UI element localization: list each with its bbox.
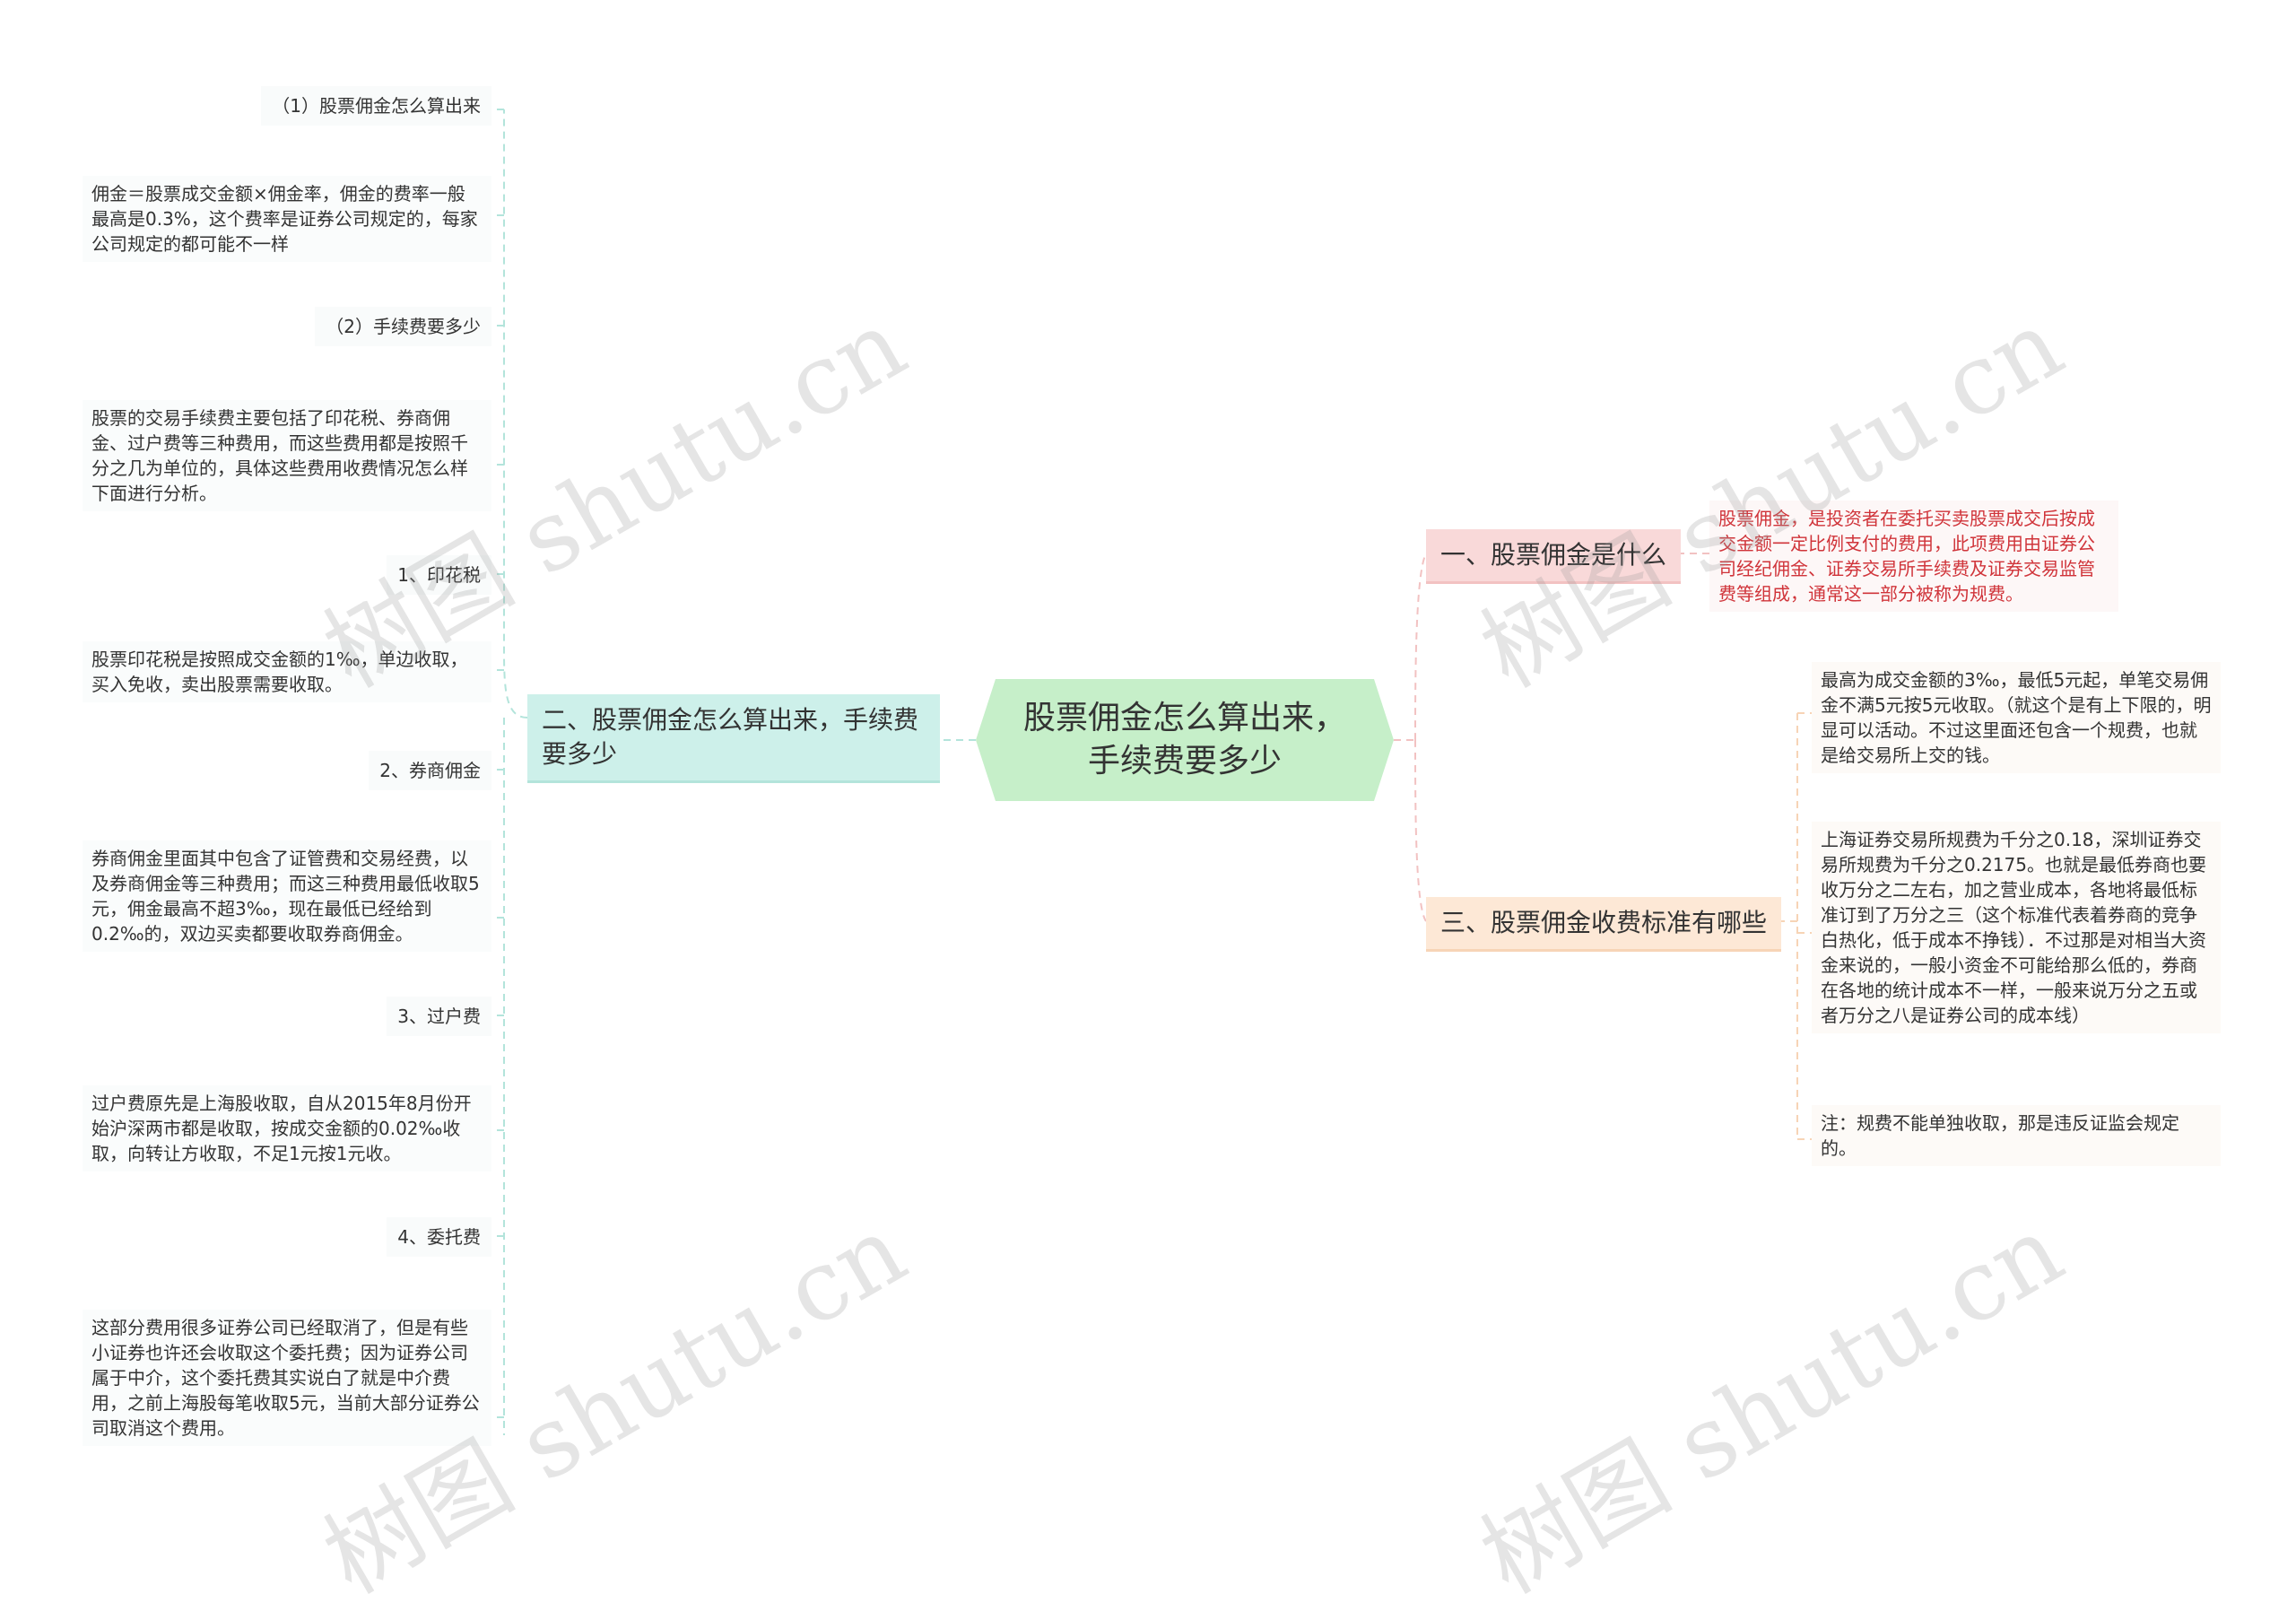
leaf-body-text: 股票印花税是按照成交金额的1‰，单边收取，买入免收，卖出股票需要收取。 <box>91 649 468 695</box>
branch-how-calculated-label: 二、股票佣金怎么算出来，手续费要多少 <box>542 705 919 769</box>
leaf-body-exchange-fees[interactable]: 上海证券交易所规费为千分之0.18，深圳证券交易所规费为千分之0.2175。也就… <box>1812 822 2221 1033</box>
connector-right-trunk <box>1414 553 1427 922</box>
branch-fee-standards[interactable]: 三、股票佣金收费标准有哪些 <box>1426 897 1782 952</box>
branch-what-is-commission[interactable]: 一、股票佣金是什么 <box>1426 529 1682 584</box>
leaf-body-text: 这部分费用很多证券公司已经取消了，但是有些小证券也许还会收取这个委托费；因为证券… <box>91 1317 480 1439</box>
leaf-body-note[interactable]: 注：规费不能单独收取，那是违反证监会规定的。 <box>1812 1105 2221 1166</box>
leaf-title-commission-calc[interactable]: （1）股票佣金怎么算出来 <box>261 86 491 126</box>
center-topic-label: 股票佣金怎么算出来，手续费要多少 <box>1022 700 1346 780</box>
leaf-body-commission-calc[interactable]: 佣金＝股票成交金额×佣金率，佣金的费率一般最高是0.3%，这个费率是证券公司规定… <box>83 176 491 262</box>
leaf-body-text: 最高为成交金额的3‰，最低5元起，单笔交易佣金不满5元按5元收取。（就这个是有上… <box>1821 669 2212 766</box>
leaf-body-fees[interactable]: 股票的交易手续费主要包括了印花税、券商佣金、过户费等三种费用，而这些费用都是按照… <box>83 400 491 511</box>
leaf-body-text: 券商佣金里面其中包含了证管费和交易经费，以及券商佣金等三种费用；而这三种费用最低… <box>91 848 480 945</box>
connector-left-trunk <box>502 109 528 1435</box>
mind-map: 股票佣金怎么算出来，手续费要多少 二、股票佣金怎么算出来，手续费要多少 （1）股… <box>83 86 2221 1616</box>
leaf-title-label: （1）股票佣金怎么算出来 <box>272 95 481 117</box>
leaf-body-text: 股票的交易手续费主要包括了印花税、券商佣金、过户费等三种费用，而这些费用都是按照… <box>91 407 468 504</box>
leaf-body-what-is-commission[interactable]: 股票佣金，是投资者在委托买卖股票成交后按成交金额一定比例支付的费用，此项费用由证… <box>1709 501 2118 612</box>
leaf-title-stamp-tax[interactable]: 1、印花税 <box>387 555 491 595</box>
leaf-body-fee-limits[interactable]: 最高为成交金额的3‰，最低5元起，单笔交易佣金不满5元按5元收取。（就这个是有上… <box>1812 662 2221 773</box>
leaf-title-transfer-fee[interactable]: 3、过户费 <box>387 997 491 1036</box>
leaf-body-text: 佣金＝股票成交金额×佣金率，佣金的费率一般最高是0.3%，这个费率是证券公司规定… <box>91 183 478 255</box>
leaf-body-text: 注：规费不能单独收取，那是违反证监会规定的。 <box>1821 1112 2179 1159</box>
leaf-body-text: 过户费原先是上海股收取，自从2015年8月份开始沪深两市都是收取，按成交金额的0… <box>91 1093 472 1164</box>
leaf-body-stamp-tax[interactable]: 股票印花税是按照成交金额的1‰，单边收取，买入免收，卖出股票需要收取。 <box>83 641 491 702</box>
leaf-body-text: 上海证券交易所规费为千分之0.18，深圳证券交易所规费为千分之0.2175。也就… <box>1821 829 2206 1026</box>
connector-lines <box>491 109 1812 1435</box>
leaf-title-label: 4、委托费 <box>397 1226 481 1248</box>
branch-what-is-commission-label: 一、股票佣金是什么 <box>1440 540 1667 570</box>
leaf-title-label: （2）手续费要多少 <box>326 316 481 337</box>
leaf-title-commission-fee[interactable]: 4、委托费 <box>387 1217 491 1257</box>
leaf-body-broker-commission[interactable]: 券商佣金里面其中包含了证管费和交易经费，以及券商佣金等三种费用；而这三种费用最低… <box>83 840 491 952</box>
leaf-body-text: 股票佣金，是投资者在委托买卖股票成交后按成交金额一定比例支付的费用，此项费用由证… <box>1718 508 2095 605</box>
branch-fee-standards-label: 三、股票佣金收费标准有哪些 <box>1440 908 1768 937</box>
leaf-title-fees[interactable]: （2）手续费要多少 <box>315 307 491 346</box>
leaf-body-transfer-fee[interactable]: 过户费原先是上海股收取，自从2015年8月份开始沪深两市都是收取，按成交金额的0… <box>83 1085 491 1171</box>
leaf-title-label: 1、印花税 <box>397 564 481 586</box>
branch-how-calculated[interactable]: 二、股票佣金怎么算出来，手续费要多少 <box>527 694 940 783</box>
leaf-title-label: 3、过户费 <box>397 1006 481 1027</box>
center-topic[interactable]: 股票佣金怎么算出来，手续费要多少 <box>976 679 1394 801</box>
connector-right3-trunk <box>1778 712 1812 1140</box>
leaf-body-commission-fee[interactable]: 这部分费用很多证券公司已经取消了，但是有些小证券也许还会收取这个委托费；因为证券… <box>83 1310 491 1446</box>
leaf-title-label: 2、券商佣金 <box>379 760 481 781</box>
leaf-title-broker-commission[interactable]: 2、券商佣金 <box>369 751 491 790</box>
